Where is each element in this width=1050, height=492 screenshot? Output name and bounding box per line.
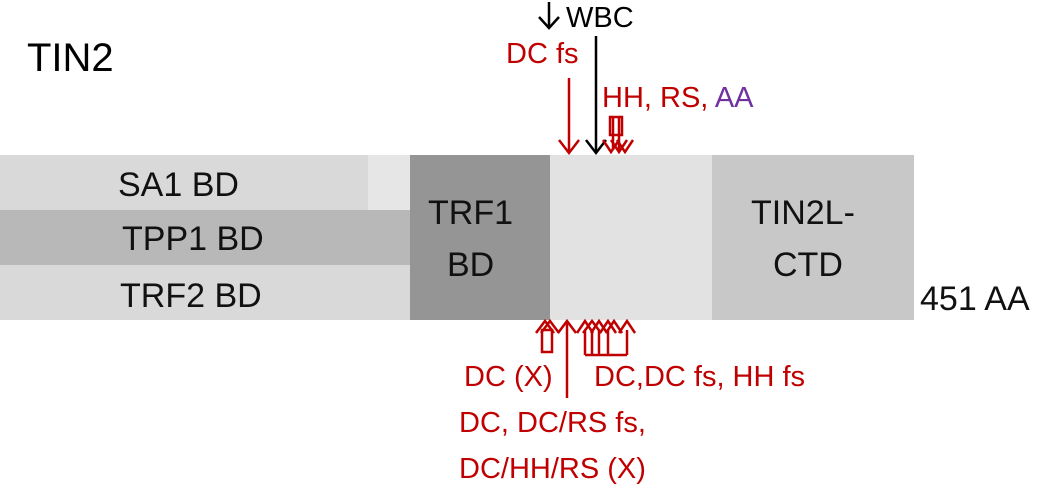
tin2l-ctd-label-line1: TIN2L- (751, 194, 855, 232)
tin2l-ctd-domain (712, 155, 914, 320)
dc-fs-top-label: DC fs (506, 38, 579, 70)
dc-group-arrows (575, 318, 637, 357)
tpp1-bd-label: TPP1 BD (122, 220, 264, 258)
dc-x-arrow (535, 318, 560, 354)
trf1-bd-label-line1: TRF1 (428, 194, 513, 232)
sa1-bd-label: SA1 BD (118, 166, 239, 204)
trf2-bd-label: TRF2 BD (120, 277, 262, 315)
aa-text: AA (714, 82, 754, 114)
tpp1-bd-bar (0, 210, 410, 265)
dc-rs-fs-label: DC, DC/RS fs, (459, 407, 646, 439)
trf1-bd-label-line2: BD (447, 246, 495, 284)
protein-title: TIN2 (27, 36, 114, 80)
hh-rs-text: HH, RS, (602, 82, 709, 114)
dc-fs-arrow (558, 78, 580, 156)
wbc-label: WBC (566, 2, 634, 34)
dc-rs-fs-arrow (557, 318, 577, 398)
hh-rs-aa-arrows (601, 115, 635, 155)
wbc-arrow (538, 2, 607, 156)
hh-rs-label: HH, RS, AA (602, 84, 754, 113)
dc-group-label: DC,DC fs, HH fs (594, 361, 806, 393)
dc-hh-rs-x-label: DC/HH/RS (X) (459, 453, 646, 485)
protein-length-label: 451 AA (920, 280, 1030, 318)
tin2l-ctd-label-line2: CTD (773, 246, 843, 284)
trf1-bd-domain (410, 155, 550, 320)
dc-x-label: DC (X) (464, 361, 553, 393)
sa1-bd-bar (0, 155, 410, 210)
trf2-bd-bar (0, 265, 410, 320)
sa1-gap-light (368, 155, 410, 210)
linker-region (550, 155, 712, 320)
